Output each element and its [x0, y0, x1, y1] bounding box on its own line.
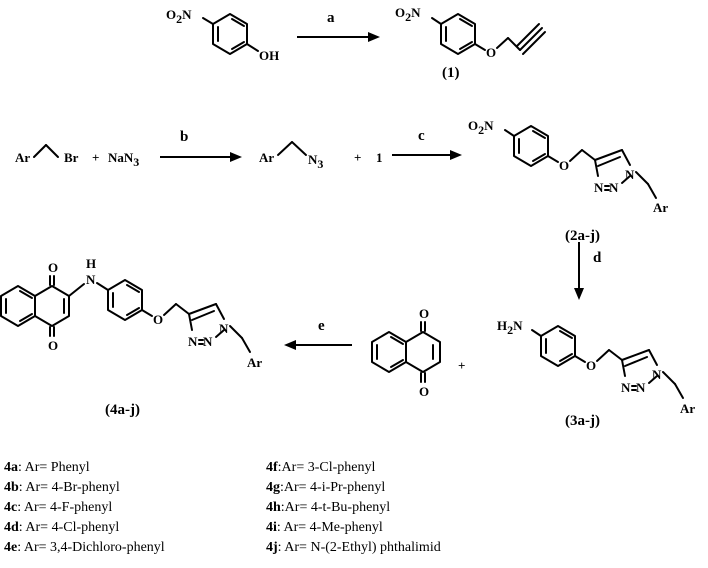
- carbonyl-oxygen-label: O: [48, 338, 58, 353]
- azide-label: N3: [308, 152, 323, 171]
- legend-item-4b: 4b: Ar= 4-Br-phenyl: [4, 480, 120, 495]
- compound-4-structure: O O H N O N N N Ar (4a-j: [0, 256, 262, 418]
- triazole-n1-label: N: [625, 167, 635, 182]
- benzyl-azide-structure: Ar N3 + 1: [259, 141, 383, 171]
- nitro-label: O2N: [468, 118, 494, 137]
- carbonyl-oxygen-label: O: [48, 260, 58, 275]
- amine-label: H2N: [497, 318, 523, 337]
- legend-item-4d: 4d: Ar= 4-Cl-phenyl: [4, 520, 120, 535]
- naphthoquinone-structure: O O: [371, 306, 441, 399]
- legend-item-4f: 4f:Ar= 3-Cl-phenyl: [266, 460, 376, 475]
- benzyl-bromide-structure: Ar Br + NaN3: [15, 144, 139, 169]
- legend-item-4h: 4h:Ar= 4-t-Bu-phenyl: [266, 500, 391, 515]
- compound-2-structure: O2N O N N N Ar (2a-j): [468, 118, 668, 244]
- compound-2-label: (2a-j): [565, 228, 600, 244]
- aryl-label: Ar: [259, 150, 274, 165]
- sodium-azide-label: NaN3: [108, 150, 139, 169]
- plus-sign: +: [354, 150, 361, 165]
- compound-3-structure: H2N O N N N Ar (3a-j): [497, 318, 695, 429]
- arrow-a: a: [297, 10, 380, 42]
- aryl-label: Ar: [653, 200, 668, 215]
- ether-oxygen-label: O: [559, 158, 569, 173]
- legend-item-4a: 4a: Ar= Phenyl: [4, 460, 90, 475]
- triazole-n1-label: N: [219, 321, 229, 336]
- aryl-label: Ar: [680, 401, 695, 416]
- triazole-n3-label: N: [594, 180, 604, 195]
- arrow-e: e: [284, 318, 352, 350]
- arrow-d: d: [574, 242, 602, 300]
- triazole-n1-label: N: [652, 367, 662, 382]
- compound-1-ref: 1: [376, 150, 383, 165]
- legend-item-4e: 4e: Ar= 3,4-Dichloro-phenyl: [4, 540, 165, 555]
- carbonyl-oxygen-label: O: [419, 384, 429, 399]
- legend-item-4g: 4g:Ar= 4-i-Pr-phenyl: [266, 480, 386, 495]
- nitro-label: O2N: [166, 7, 192, 26]
- reagent-c-label: c: [418, 128, 425, 144]
- legend-item-4j: 4j: Ar= N-(2-Ethyl) phthalimid: [266, 540, 441, 555]
- arrow-b: b: [160, 129, 242, 162]
- arrow-c: c: [392, 128, 462, 160]
- compound-3-label: (3a-j): [565, 413, 600, 429]
- plus-sign: +: [92, 150, 99, 165]
- legend-item-4i: 4i: Ar= 4-Me-phenyl: [266, 520, 383, 535]
- compound-1-structure: O2N O (1): [395, 5, 546, 81]
- reagent-b-label: b: [180, 129, 188, 145]
- ether-oxygen-label: O: [153, 312, 163, 327]
- triazole-n2-label: N: [203, 334, 213, 349]
- aryl-label: Ar: [15, 150, 30, 165]
- triazole-n3-label: N: [621, 380, 631, 395]
- ether-oxygen-label: O: [586, 358, 596, 373]
- compound-4-label: (4a-j): [105, 402, 140, 418]
- nitro-label: O2N: [395, 5, 421, 24]
- amine-h-label: H: [86, 256, 96, 271]
- carbonyl-oxygen-label: O: [419, 306, 429, 321]
- amine-n-label: N: [86, 272, 96, 287]
- triazole-n2-label: N: [609, 180, 619, 195]
- reagent-d-label: d: [593, 250, 602, 266]
- plus-sign: +: [458, 358, 465, 373]
- compound-1-label: (1): [442, 65, 460, 81]
- hydroxyl-label: OH: [259, 48, 279, 63]
- reagent-a-label: a: [327, 10, 335, 26]
- aryl-label: Ar: [247, 355, 262, 370]
- legend-item-4c: 4c: Ar= 4-F-phenyl: [4, 500, 113, 515]
- ether-oxygen-label: O: [486, 45, 496, 60]
- triazole-n3-label: N: [188, 334, 198, 349]
- triazole-n2-label: N: [636, 380, 646, 395]
- reagent-e-label: e: [318, 318, 325, 334]
- bromine-label: Br: [64, 150, 79, 165]
- nitrophenol-structure: O2N OH: [166, 7, 279, 63]
